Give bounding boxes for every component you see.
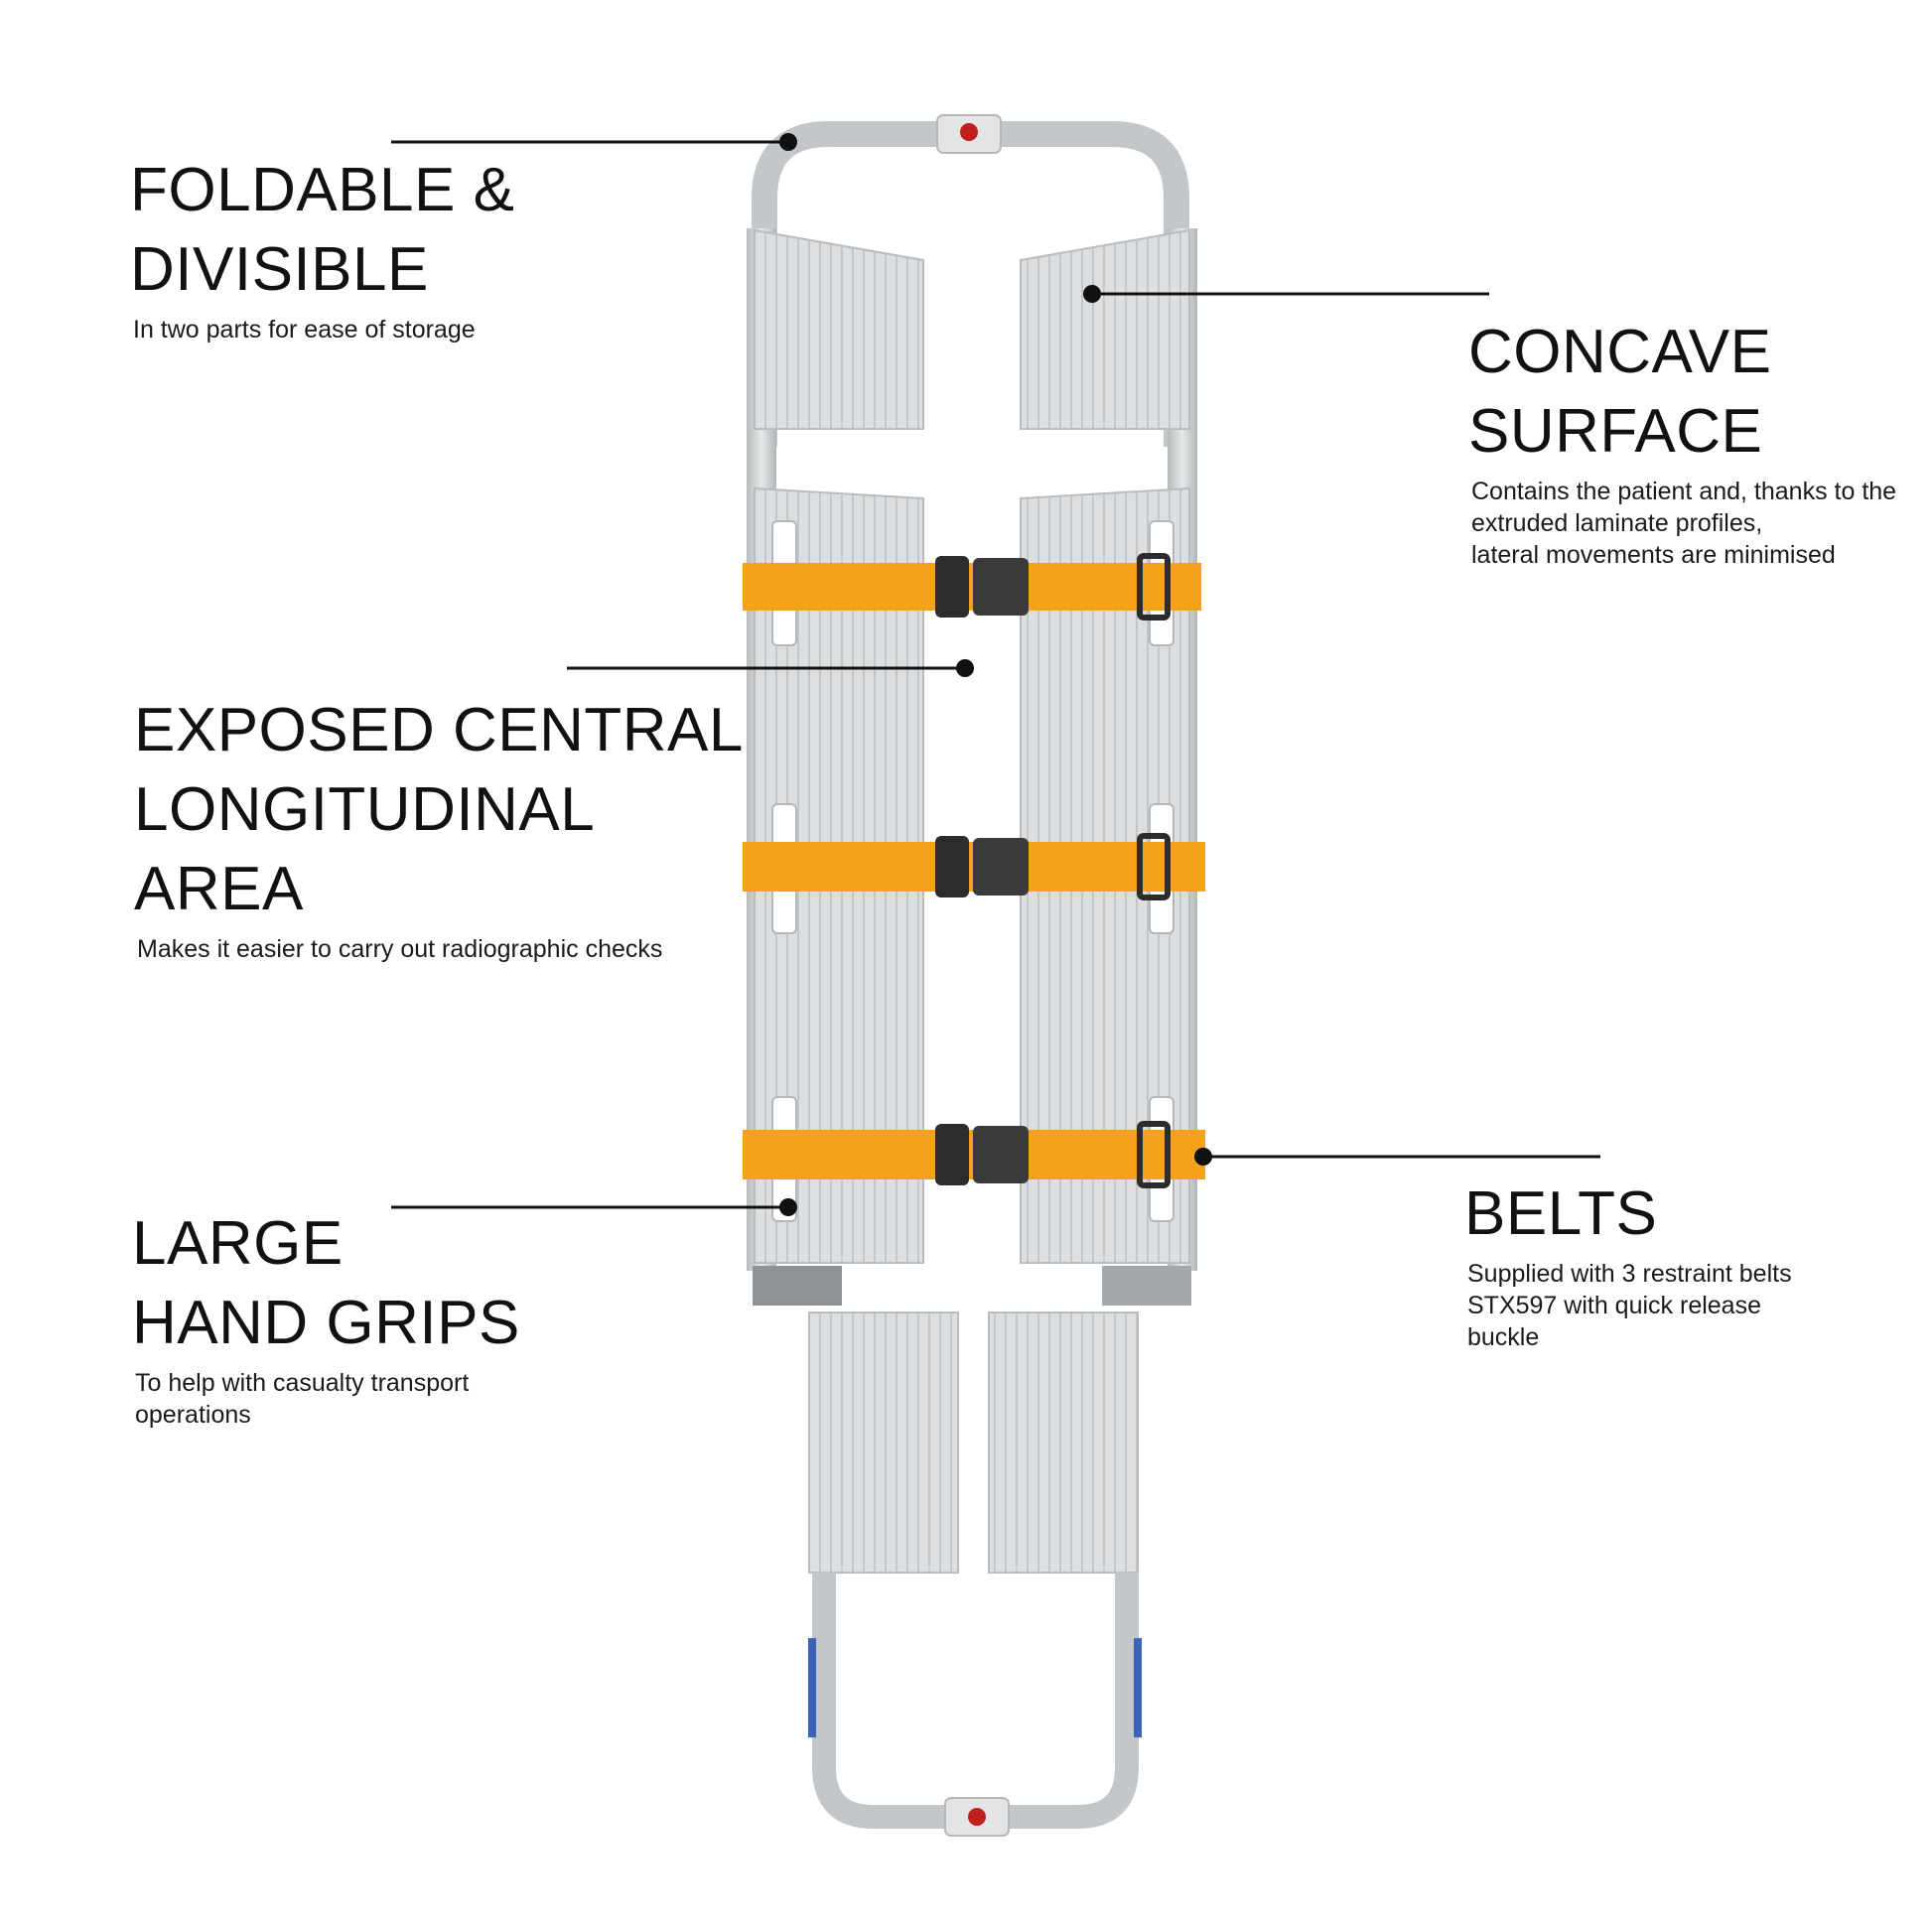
callout-belts-title-line-1: BELTS xyxy=(1464,1179,1658,1248)
callout-foldable: FOLDABLE & DIVISIBLE In two parts for ea… xyxy=(130,151,514,345)
callout-concave-description: Contains the patient and, thanks to the … xyxy=(1471,476,1896,571)
hinge-left xyxy=(753,1266,842,1306)
callout-concave-desc-line-3: lateral movements are minimised xyxy=(1471,541,1836,569)
callout-exposed-title: EXPOSED CENTRAL LONGITUDINAL AREA xyxy=(134,691,744,929)
brand-decal-right xyxy=(1134,1638,1142,1737)
callout-foldable-title-line-2: DIVISIBLE xyxy=(130,235,429,304)
callout-foldable-title: FOLDABLE & DIVISIBLE xyxy=(130,151,514,310)
callout-concave-title-line-2: SURFACE xyxy=(1468,397,1763,466)
foot-panel-left xyxy=(808,1311,959,1574)
callout-exposed-title-line-3: AREA xyxy=(134,855,304,923)
callout-grips-description: To help with casualty transport operatio… xyxy=(135,1367,520,1431)
callout-grips-title: LARGE HAND GRIPS xyxy=(132,1204,520,1363)
leader-dot-foldable xyxy=(779,133,797,151)
restraint-belt-2 xyxy=(743,833,1205,900)
leader-dot-exposed xyxy=(956,659,974,677)
callout-grips-desc-line-2: operations xyxy=(135,1401,251,1429)
hinge-right xyxy=(1102,1266,1191,1306)
callout-belts-description: Supplied with 3 restraint belts STX597 w… xyxy=(1467,1258,1792,1353)
callout-belts-title: BELTS xyxy=(1464,1174,1792,1254)
callout-foldable-description: In two parts for ease of storage xyxy=(133,314,514,345)
callout-grips-title-line-1: LARGE xyxy=(132,1209,344,1278)
callout-grips-title-line-2: HAND GRIPS xyxy=(132,1289,520,1357)
callout-exposed: EXPOSED CENTRAL LONGITUDINAL AREA Makes … xyxy=(134,691,744,965)
callout-concave-desc-line-2: extruded laminate profiles, xyxy=(1471,509,1763,537)
leader-dot-concave xyxy=(1083,285,1101,303)
callout-belts-desc-line-2: STX597 with quick release xyxy=(1467,1292,1761,1319)
callout-foldable-title-line-1: FOLDABLE & xyxy=(130,156,515,224)
callout-exposed-description: Makes it easier to carry out radiographi… xyxy=(137,933,744,965)
callout-exposed-title-line-1: EXPOSED CENTRAL xyxy=(134,696,744,764)
callout-concave-title-line-1: CONCAVE xyxy=(1468,318,1772,386)
callout-belts-desc-line-3: buckle xyxy=(1467,1323,1540,1351)
callout-grips-desc-line-1: To help with casualty transport xyxy=(135,1369,470,1397)
brand-decal-left xyxy=(808,1638,816,1737)
restraint-belt-1 xyxy=(743,553,1201,621)
callout-foldable-desc-line-1: In two parts for ease of storage xyxy=(133,316,476,344)
callout-belts-desc-line-1: Supplied with 3 restraint belts xyxy=(1467,1260,1792,1288)
leader-dot-grips xyxy=(779,1198,797,1216)
callout-exposed-title-line-2: LONGITUDINAL xyxy=(134,775,596,844)
bottom-release-button xyxy=(968,1808,986,1826)
restraint-belt-3 xyxy=(743,1121,1205,1188)
top-release-button xyxy=(960,123,978,141)
head-panel-left xyxy=(754,228,924,430)
callout-exposed-desc-line-1: Makes it easier to carry out radiographi… xyxy=(137,935,663,963)
head-panel-right xyxy=(1020,228,1190,430)
callout-belts: BELTS Supplied with 3 restraint belts ST… xyxy=(1464,1174,1792,1353)
callout-concave-desc-line-1: Contains the patient and, thanks to the xyxy=(1471,478,1897,505)
callout-grips: LARGE HAND GRIPS To help with casualty t… xyxy=(132,1204,520,1431)
callout-concave: CONCAVE SURFACE Contains the patient and… xyxy=(1468,313,1896,571)
foot-panel-right xyxy=(988,1311,1139,1574)
leader-dot-belts xyxy=(1194,1148,1212,1166)
callout-concave-title: CONCAVE SURFACE xyxy=(1468,313,1896,472)
